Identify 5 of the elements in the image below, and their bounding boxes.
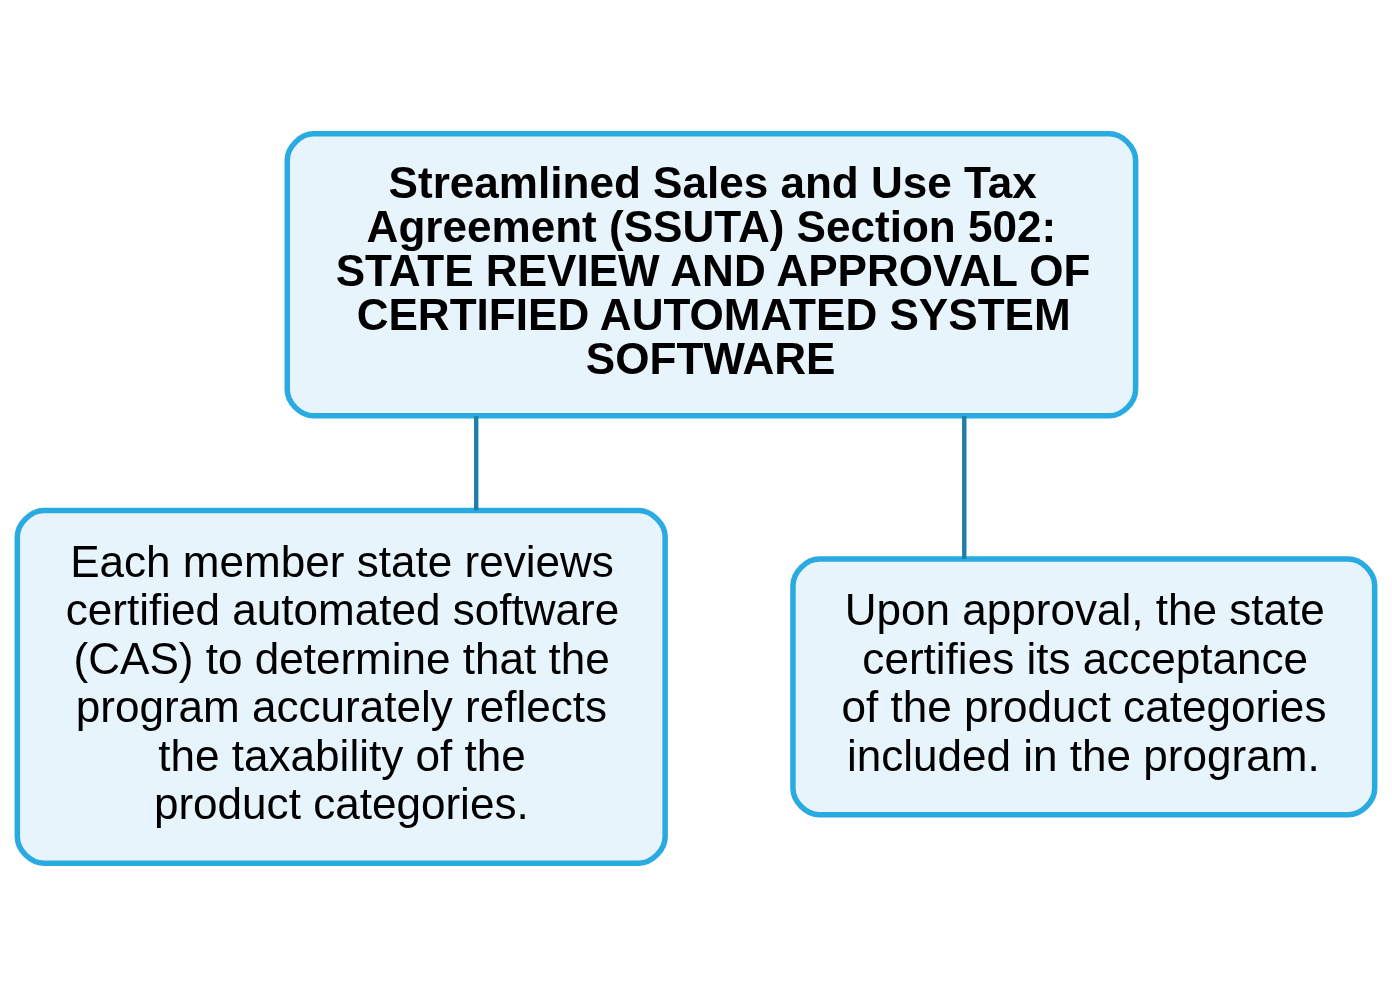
node-box: Streamlined Sales and Use Tax Agreement (SSUTA) Section 502: STATE REVIEW AND APPROVAL OF CERTIFIED AUTOMATED SYSTEM SOFTWARE <box>284 130 1139 419</box>
connector <box>962 415 967 559</box>
node-box: Each member state reviews certified automated software (CAS) to determine that the program accurately reflects the taxability of the product categories. <box>14 507 668 866</box>
node-box: Upon approval, the state certifies its acceptance of the product categories included in the program. <box>790 555 1378 817</box>
connector <box>474 415 479 510</box>
